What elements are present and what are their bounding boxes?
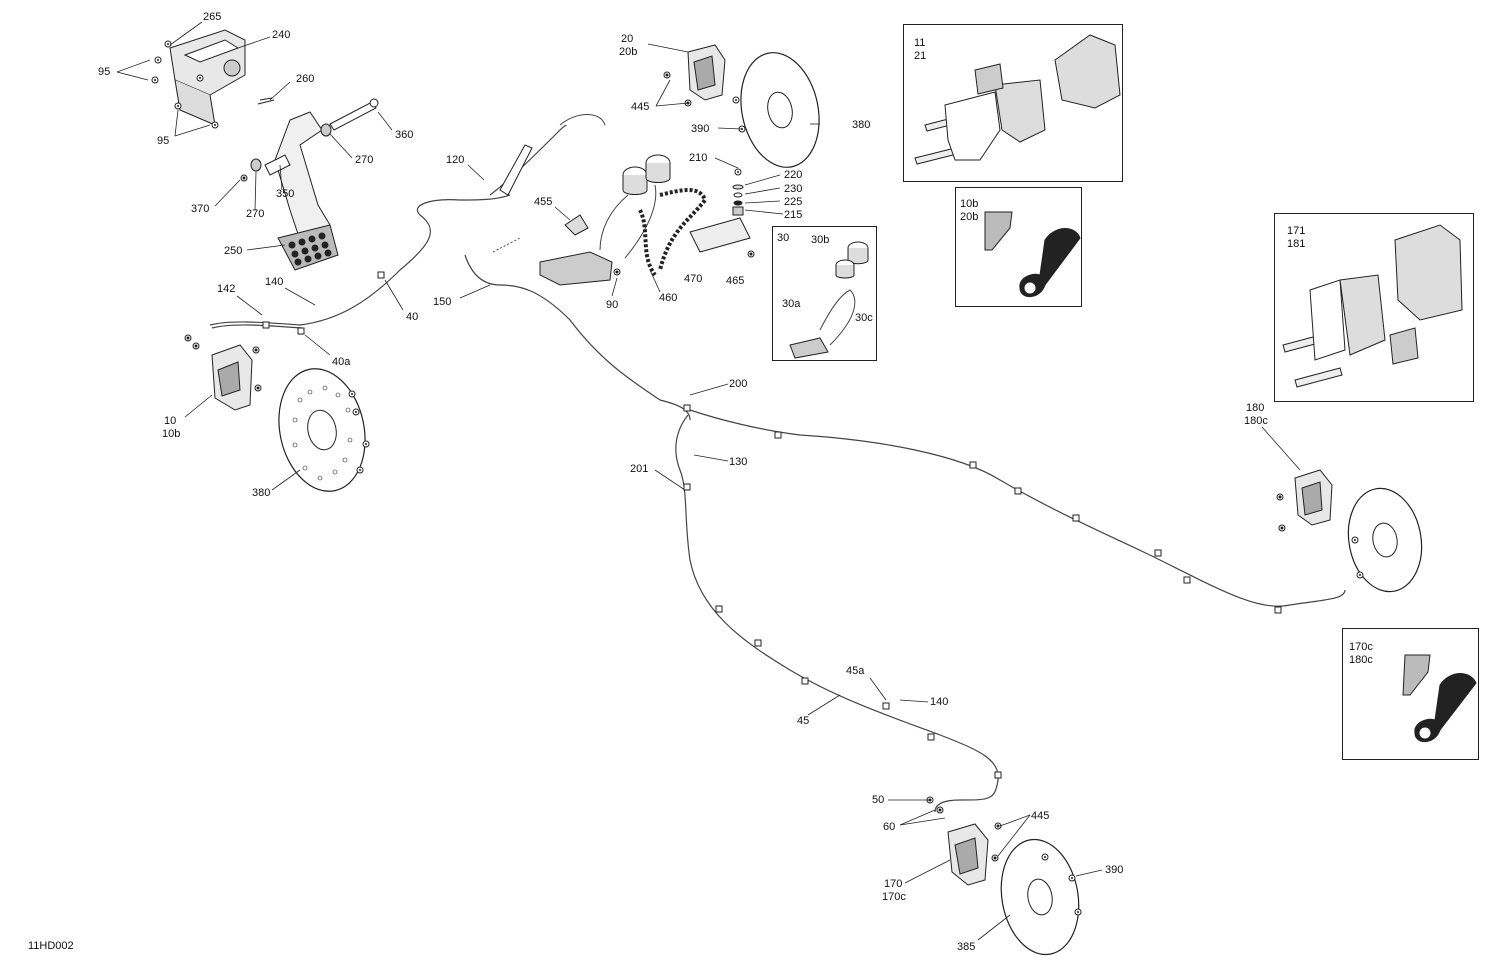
- callout-210: 210: [689, 152, 708, 164]
- callout-200: 200: [729, 378, 748, 390]
- callout-455: 455: [534, 196, 553, 208]
- callout-370: 370: [191, 203, 210, 215]
- callout-390: 390: [1105, 864, 1124, 876]
- callout-90: 90: [606, 299, 619, 311]
- front-pads-box-label-2: 21: [914, 50, 927, 62]
- callout-10b: 10b: [162, 428, 181, 440]
- callout-201: 201: [630, 463, 649, 475]
- master-cylinder-kit: [789, 241, 869, 359]
- rear-pads-box-label-1: 171: [1287, 225, 1306, 237]
- callout-445: 445: [1031, 810, 1050, 822]
- diagram-code: 11HD002: [28, 940, 74, 952]
- rear-left-disc: [1000, 838, 1082, 956]
- front-left-disc: [278, 368, 370, 492]
- front-bleeder-box-label-2: 20b: [960, 211, 979, 223]
- callout-142: 142: [217, 283, 236, 295]
- rear-bleeder-box: 170c 180c: [1342, 628, 1479, 760]
- pedal-leaders: [116, 21, 393, 251]
- callout-230: 230: [784, 183, 803, 195]
- callout-445: 445: [631, 101, 650, 113]
- leader-lines: [184, 43, 1301, 941]
- callout-270: 270: [355, 154, 374, 166]
- callout-45: 45: [797, 715, 810, 727]
- callout-390: 390: [691, 123, 710, 135]
- callout-60: 60: [883, 821, 896, 833]
- callout-470: 470: [684, 273, 703, 285]
- brake-lines: [209, 117, 1346, 813]
- reservoir-hardware: [732, 168, 744, 216]
- callout-50: 50: [872, 794, 885, 806]
- callout-130: 130: [729, 456, 748, 468]
- callout-180c: 180c: [1244, 415, 1268, 427]
- callout-95: 95: [98, 66, 111, 78]
- rear-left-caliper: [926, 796, 1002, 886]
- callout-465: 465: [726, 275, 745, 287]
- callout-40: 40: [406, 311, 419, 323]
- front-right-caliper: [663, 44, 726, 107]
- master-cylinder-box-30a: 30a: [782, 298, 801, 310]
- master-cylinder-box-30c: 30c: [855, 312, 873, 324]
- brake-pedal: [274, 111, 339, 271]
- callout-180: 180: [1246, 402, 1265, 414]
- rear-pads-box: 171 181: [1274, 213, 1474, 402]
- callout-225: 225: [784, 196, 803, 208]
- front-pads-kit: [914, 34, 1121, 165]
- callout-270: 270: [246, 208, 265, 220]
- callout-350: 350: [276, 188, 295, 200]
- front-pads-box: 11 21: [903, 24, 1123, 182]
- callout-380: 380: [252, 487, 271, 499]
- master-cylinder: [539, 154, 755, 286]
- callout-240: 240: [272, 29, 291, 41]
- callout-265: 265: [203, 11, 222, 23]
- front-left-caliper: [184, 334, 262, 411]
- front-bleeder-box-label-1: 10b: [960, 198, 979, 210]
- callout-170c: 170c: [882, 891, 906, 903]
- line-clamps: [262, 271, 1282, 779]
- callout-140: 140: [265, 276, 284, 288]
- callout-95: 95: [157, 135, 170, 147]
- callout-140: 140: [930, 696, 949, 708]
- callout-460: 460: [659, 292, 678, 304]
- callout-215: 215: [784, 209, 803, 221]
- front-bleeder-box: 10b 20b: [955, 187, 1082, 307]
- callout-150: 150: [433, 296, 452, 308]
- rear-pads-box-label-2: 181: [1287, 238, 1306, 250]
- callout-20b: 20b: [619, 46, 638, 58]
- rear-right-caliper: [1276, 469, 1333, 532]
- master-cylinder-box: 30 30b 30a 30c: [772, 226, 877, 361]
- pedal-shaft: [240, 97, 379, 182]
- callout-220: 220: [784, 169, 803, 181]
- callout-260: 260: [296, 73, 315, 85]
- rear-pads-kit: [1282, 224, 1463, 388]
- master-cylinder-box-title: 30: [777, 232, 790, 244]
- master-cylinder-box-30b: 30b: [811, 234, 830, 246]
- rear-bleeder-box-label-1: 170c: [1349, 641, 1373, 653]
- callout-20: 20: [621, 33, 634, 45]
- front-right-disc: [732, 52, 820, 168]
- rear-right-disc: [1347, 487, 1423, 593]
- callout-250: 250: [224, 245, 243, 257]
- rear-bleeder-box-label-2: 180c: [1349, 654, 1373, 666]
- callout-120: 120: [446, 154, 465, 166]
- callout-10: 10: [164, 415, 177, 427]
- front-pads-box-label-1: 11: [914, 37, 926, 49]
- pedal-bracket: [169, 29, 246, 126]
- callout-170: 170: [884, 878, 903, 890]
- front-bleeder-kit: [984, 211, 1081, 298]
- rear-bleeder-kit: [1402, 654, 1477, 743]
- callout-45a: 45a: [846, 665, 865, 677]
- callout-380: 380: [852, 119, 871, 131]
- callout-385: 385: [957, 941, 976, 953]
- brake-switch-bracket: [499, 114, 606, 236]
- callout-40a: 40a: [332, 356, 351, 368]
- callout-360: 360: [395, 129, 414, 141]
